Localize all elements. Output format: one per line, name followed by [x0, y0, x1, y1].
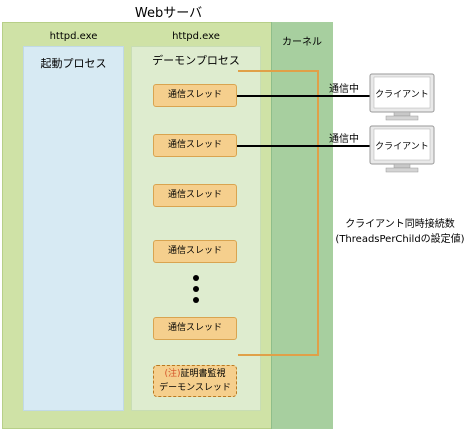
kernel-box	[271, 22, 333, 429]
comm-thread: 通信スレッド	[153, 84, 237, 107]
startup-exe-label: httpd.exe	[49, 31, 98, 42]
web-server-title: Webサーバ	[134, 6, 203, 21]
ellipsis-dot	[193, 297, 199, 303]
client-monitor-icon	[369, 73, 435, 121]
note-mark: (注)	[164, 369, 181, 379]
comm-thread: 通信スレッド	[153, 134, 237, 157]
ellipsis-dot	[193, 275, 199, 281]
monitor-line1: 証明書監視	[180, 369, 226, 379]
connection-status: 通信中	[329, 134, 359, 145]
client-label: クライアント	[375, 90, 429, 100]
concurrency-note-line1: クライアント同時接続数	[345, 219, 455, 230]
monitor-line2: デーモンスレッド	[159, 383, 231, 393]
comm-thread: 通信スレッド	[153, 184, 237, 207]
kernel-label: カーネル	[282, 37, 322, 48]
cert-monitor-thread: (注)証明書監視 デーモンスレッド	[153, 365, 237, 397]
client-monitor-icon	[369, 125, 435, 173]
connection-status: 通信中	[329, 84, 359, 95]
ellipsis-dot	[193, 286, 199, 292]
daemon-exe-label: httpd.exe	[172, 31, 220, 42]
concurrency-note-line2: (ThreadsPerChildの設定値)	[335, 234, 465, 245]
daemon-process-label: デーモンプロセス	[152, 54, 240, 67]
comm-thread: 通信スレッド	[153, 317, 237, 340]
client-label: クライアント	[375, 142, 429, 152]
comm-thread: 通信スレッド	[153, 240, 237, 263]
startup-process-box	[23, 46, 124, 411]
concurrency-bracket	[238, 70, 319, 356]
startup-process-label: 起動プロセス	[40, 57, 107, 70]
